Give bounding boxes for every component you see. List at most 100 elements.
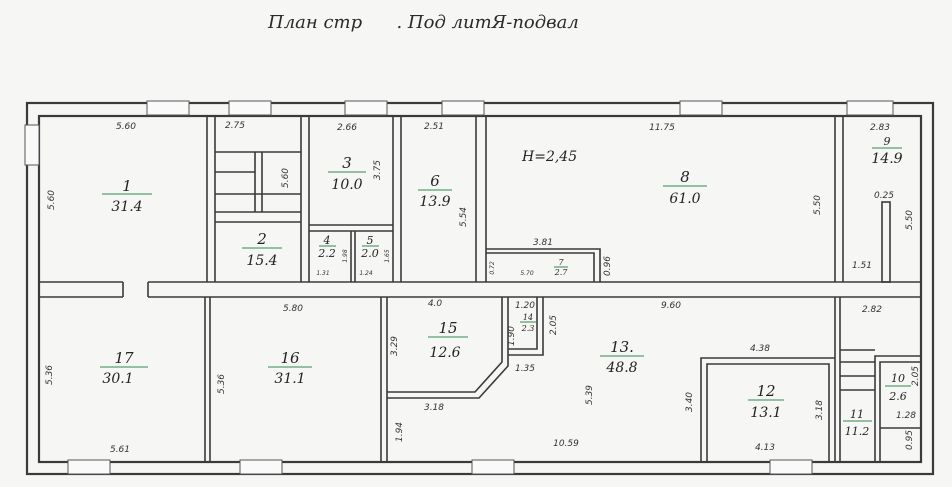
room-number: 2 [256, 230, 267, 248]
room-area: 30.1 [102, 371, 133, 387]
room-number: 7 [558, 258, 564, 267]
room-area: 31.1 [274, 371, 305, 387]
dimension-label: 5.50 [905, 210, 915, 230]
room-11: 11 11.2 [843, 408, 872, 438]
dimension-label: 2.51 [424, 122, 444, 132]
room-8: 8 61.0 [663, 168, 707, 207]
inner-outer-wall [37, 114, 923, 464]
dimension-label: 3.29 [390, 336, 400, 356]
room-area: 13.1 [750, 405, 781, 421]
dimension-label: 5.70 [520, 270, 534, 277]
dimension-label: 5.36 [217, 374, 227, 394]
dimension-label: 10.59 [553, 439, 579, 449]
room-number: 13. [610, 338, 634, 356]
bottom-partitions [204, 297, 921, 462]
dimension-label: 2.05 [911, 366, 921, 386]
room-2: 2 15.4 [242, 230, 282, 269]
dimension-label: 3.75 [373, 160, 383, 180]
top-partitions [206, 116, 891, 283]
room-number: 10 [891, 372, 905, 385]
dimension-label: 11.75 [649, 123, 675, 133]
dimension-label: 1.65 [384, 249, 391, 263]
windows-top [24, 100, 894, 475]
room-number: 6 [430, 172, 440, 190]
room-number: 3 [342, 154, 352, 172]
dimension-label: 1.90 [507, 326, 517, 346]
room-area: 10.0 [331, 177, 362, 193]
outer-wall [25, 101, 935, 476]
dimension-label: 1.28 [896, 411, 916, 421]
room-number: 8 [680, 168, 690, 186]
room-area: 61.0 [669, 191, 700, 207]
room-area: 31.4 [111, 199, 142, 215]
dimension-label: 1.35 [515, 364, 535, 374]
room-6: 6 13.9 [418, 172, 452, 210]
room-16: 16 31.1 [268, 349, 312, 387]
room-10: 10 2.6 [885, 372, 911, 403]
room-7: 7 2.7 [554, 258, 569, 277]
dimension-label: 5.60 [47, 190, 57, 210]
room-area: 2.2 [317, 247, 336, 260]
dimension-label: 1.31 [316, 270, 329, 277]
room-15: 15 12.6 [428, 319, 468, 361]
room-area: 2.6 [888, 390, 907, 403]
room-5: 5 2.0 [360, 234, 379, 260]
dimension-label: 3.18 [815, 400, 825, 420]
room-number: 9 [884, 135, 891, 148]
dimension-label: 4.13 [755, 443, 775, 453]
room-area: 14.9 [871, 151, 902, 167]
room-12: 12 13.1 [748, 382, 784, 421]
room-number: 16 [280, 349, 300, 367]
dimension-label: 3.40 [685, 392, 695, 412]
dimension-label: 4.0 [428, 299, 443, 309]
room-number: 15 [438, 319, 457, 337]
room-area: 11.2 [845, 425, 870, 438]
room-number: 14 [523, 313, 533, 322]
room-number: 12 [756, 382, 775, 400]
dimension-label: 5.36 [45, 365, 55, 385]
dimension-label: 3.81 [533, 238, 553, 248]
room-1: 1 31.4 [102, 177, 152, 215]
dimension-label: 5.50 [813, 195, 823, 215]
room-area: 13.9 [419, 194, 450, 210]
room-number: 17 [114, 349, 134, 367]
room-17: 17 30.1 [100, 349, 148, 387]
room-area: 12.6 [429, 345, 460, 361]
room-13: 13. 48.8 [600, 338, 644, 376]
room-number: 11 [850, 408, 864, 421]
dimension-label: 1.51 [852, 261, 872, 271]
dimension-label: 0.72 [489, 261, 496, 275]
dimension-label: 1.98 [342, 249, 349, 263]
room-area: 48.8 [605, 360, 637, 376]
dimension-labels: 5.60 5.60 2.75 5.60 2.66 3.75 2.51 5.54 … [45, 121, 921, 455]
dimension-label: 1.24 [359, 270, 373, 277]
dimension-label: 4.38 [750, 344, 770, 354]
room-number: 4 [323, 234, 331, 247]
dimension-label: 1.20 [515, 301, 535, 311]
dimension-label: 5.60 [281, 168, 291, 188]
dimension-label: 0.25 [874, 191, 894, 201]
dimension-label: 0.96 [603, 256, 613, 276]
room-3: 3 10.0 [328, 154, 366, 193]
dimension-label: 5.80 [283, 304, 303, 314]
dimension-label: 5.61 [110, 445, 130, 455]
dimension-label: 5.54 [459, 207, 469, 227]
room-14: 14 2.3 [520, 313, 536, 333]
room-4: 4 2.2 [317, 234, 336, 260]
plan-title: План стр . Под литЯ-подвал [268, 12, 579, 33]
height-note: H=2,45 [521, 149, 577, 165]
dimension-label: 5.60 [116, 122, 136, 132]
room-area: 15.4 [246, 253, 277, 269]
room-area: 2.7 [554, 268, 569, 277]
room-area: 2.3 [521, 324, 535, 333]
dimension-label: 2.05 [549, 315, 559, 335]
dimension-label: 9.60 [661, 301, 681, 311]
dimension-label: 2.83 [870, 123, 890, 133]
dimension-label: 1.94 [395, 422, 405, 442]
room-number: 5 [367, 234, 374, 247]
dimension-label: 2.66 [337, 123, 357, 133]
room-area: 2.0 [360, 247, 379, 260]
dimension-label: 0.95 [905, 430, 915, 450]
dimension-label: 3.18 [424, 403, 444, 413]
